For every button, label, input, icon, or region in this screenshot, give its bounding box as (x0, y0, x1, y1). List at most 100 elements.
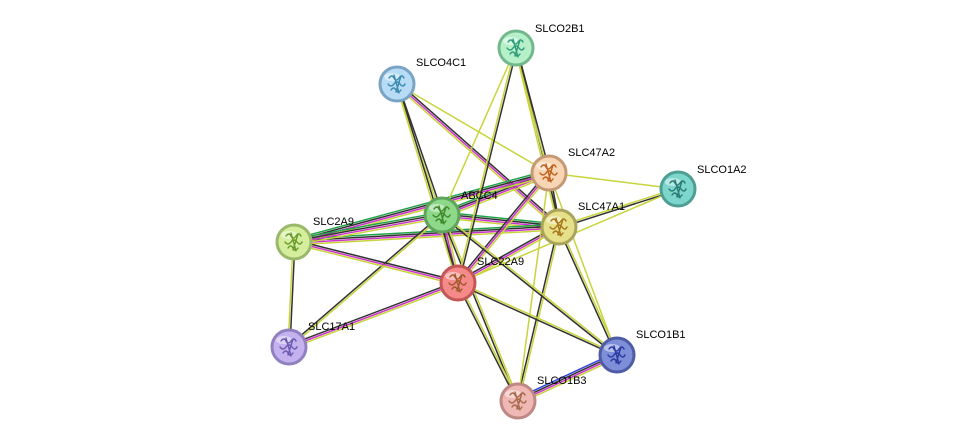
node-label: SLCO1B3 (537, 375, 587, 387)
node-label: SLCO4C1 (416, 57, 466, 69)
edge-slc22a9-slc2a9[interactable] (292, 239, 460, 286)
edge-evidence-line (442, 174, 551, 219)
node-label: SLCO1B1 (636, 329, 686, 341)
edge-evidence-line (293, 213, 443, 242)
protein-structure-icon (508, 391, 527, 411)
edge-evidence-line (287, 213, 443, 348)
protein-structure-icon (549, 217, 568, 237)
node-slco1b3[interactable]: SLCO1B3 (499, 375, 587, 420)
node-highlight (665, 178, 681, 186)
edge-slc22a9-slco4c1[interactable] (395, 82, 460, 285)
node-slco1b1[interactable]: SLCO1B1 (598, 329, 686, 374)
edge-slc47a1-slco1b3[interactable] (516, 226, 561, 402)
node-highlight (384, 73, 400, 81)
protein-structure-icon (432, 205, 451, 225)
edge-abcc4-slc2a9[interactable] (292, 211, 444, 246)
edge-evidence-line (514, 47, 549, 174)
protein-structure-icon (387, 74, 406, 94)
edge-abcc4-slco2b1[interactable] (441, 47, 517, 216)
edge-evidence-line (458, 47, 518, 284)
edge-evidence-line (456, 47, 516, 284)
edge-evidence-line (441, 47, 517, 216)
edge-slc47a2-slco1a2[interactable] (548, 172, 679, 190)
edge-evidence-line (397, 82, 444, 216)
edge-evidence-line (293, 215, 443, 244)
node-highlight (505, 390, 521, 398)
edge-evidence-line (518, 226, 561, 402)
protein-structure-icon (448, 273, 467, 293)
edge-slc47a1-slco4c1[interactable] (394, 81, 562, 230)
edge-evidence-line (293, 229, 560, 246)
edge-evidence-line (397, 82, 460, 284)
protein-structure-icon (279, 337, 298, 357)
edge-evidence-line (458, 173, 552, 285)
edge-evidence-line (457, 226, 560, 284)
edge-slc47a1-slco1a2[interactable] (557, 187, 680, 229)
edge-evidence-line (456, 283, 618, 357)
node-abcc4[interactable]: ABCC4 (423, 190, 498, 234)
edge-slc47a2-slco2b1[interactable] (514, 47, 551, 174)
edge-abcc4-slc17a1[interactable] (287, 213, 444, 349)
node-highlight (536, 162, 552, 170)
edge-evidence-line (396, 83, 560, 228)
edge-evidence-line (287, 280, 459, 346)
edge-evidence-line (516, 226, 559, 402)
edge-slc22a9-slco2b1[interactable] (456, 47, 518, 284)
edge-slc47a2-slco1b1[interactable] (548, 172, 618, 356)
protein-structure-icon (284, 232, 303, 252)
node-label: SLC22A9 (477, 256, 524, 268)
node-slc17a1[interactable]: SLC17A1 (270, 321, 355, 366)
protein-structure-icon (539, 163, 558, 183)
node-label: SLC47A2 (568, 147, 615, 159)
edge-evidence-line (457, 281, 619, 355)
node-slc47a1[interactable]: SLC47A1 (540, 201, 625, 246)
edge-evidence-line (458, 281, 520, 402)
edge-slc22a9-slco1b3[interactable] (456, 281, 520, 403)
node-highlight (604, 344, 620, 352)
node-label: ABCC4 (461, 190, 498, 202)
edge-evidence-line (557, 187, 679, 227)
edge-evidence-line (557, 226, 617, 357)
node-highlight (281, 231, 297, 239)
edge-evidence-line (394, 84, 559, 230)
edge-evidence-line (457, 172, 550, 284)
edge-evidence-line (293, 217, 444, 246)
edge-slc47a2-slc22a9[interactable] (455, 171, 552, 285)
edge-slc47a1-slco1b1[interactable] (557, 225, 619, 357)
node-highlight (503, 37, 519, 45)
node-label: SLCO1A2 (697, 164, 747, 176)
edge-evidence-line (558, 189, 680, 229)
edge-evidence-line (288, 282, 459, 348)
edge-evidence-line (548, 172, 618, 356)
edge-slc22a9-slco1b1[interactable] (456, 281, 619, 357)
node-slc2a9[interactable]: SLC2A9 (275, 216, 354, 261)
edge-evidence-line (441, 213, 619, 356)
node-highlight (445, 272, 461, 280)
node-label: SLC17A1 (308, 321, 355, 333)
node-highlight (546, 216, 562, 224)
node-slc22a9[interactable]: SLC22A9 (439, 256, 524, 302)
edge-slc22a9-slc17a1[interactable] (287, 280, 460, 350)
node-slco4c1[interactable]: SLCO4C1 (378, 57, 466, 103)
edge-evidence-line (396, 83, 550, 174)
node-label: SLCO2B1 (535, 23, 585, 35)
edge-evidence-line (292, 169, 550, 240)
edge-evidence-line (441, 213, 560, 227)
edge-evidence-line (395, 83, 458, 285)
protein-structure-icon (607, 345, 626, 365)
edge-abcc4-slco1b3[interactable] (440, 213, 520, 403)
node-slco2b1[interactable]: SLCO2B1 (497, 23, 585, 67)
node-slco1a2[interactable]: SLCO1A2 (659, 164, 747, 208)
nodes-layer: SLCO2B1SLCO4C1SLC47A2SLCO1A2ABCC4SLC47A1… (270, 23, 747, 420)
edge-evidence-line (516, 47, 551, 174)
protein-structure-icon (668, 179, 687, 199)
edge-evidence-line (455, 171, 549, 283)
node-slc47a2[interactable]: SLC47A2 (530, 147, 615, 192)
edge-evidence-line (292, 211, 443, 240)
node-highlight (276, 336, 292, 344)
node-label: SLC2A9 (313, 216, 354, 228)
edge-slc47a2-slco4c1[interactable] (396, 83, 550, 174)
edge-evidence-line (293, 171, 550, 242)
